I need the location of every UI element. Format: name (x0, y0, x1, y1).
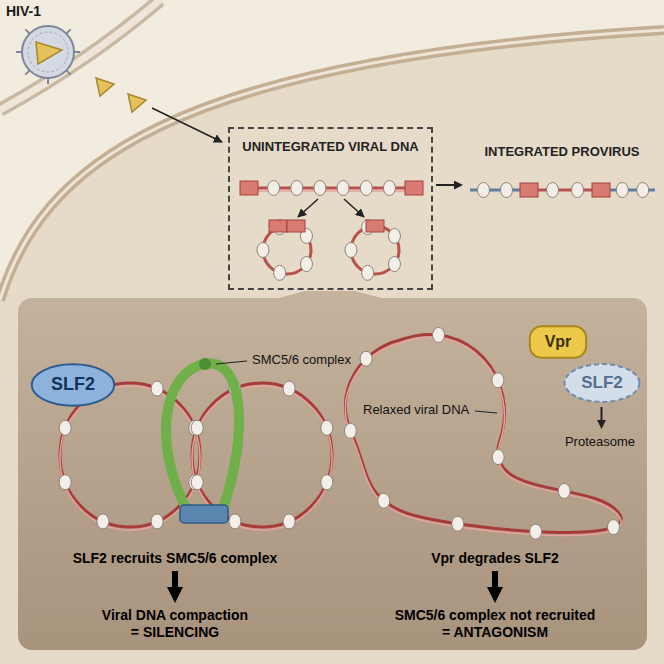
nucleosome (607, 520, 619, 535)
circularization-arrow (344, 199, 364, 217)
nucleosome (492, 450, 504, 465)
node-text: Vpr (545, 332, 572, 351)
nucleosome (151, 514, 163, 529)
nucleosome (321, 475, 333, 490)
nucleosome (547, 183, 559, 198)
nucleosome (59, 420, 71, 435)
node-text: INTEGRATED PROVIRUS (484, 144, 639, 160)
nucleosome (274, 265, 286, 280)
protein-blob: Vpr (528, 324, 588, 360)
callout-wedge (275, 291, 385, 299)
nucleosome (191, 420, 203, 435)
nucleosome (362, 265, 374, 280)
text-node: Proteasome (560, 432, 640, 452)
nucleosome (151, 381, 163, 396)
node-text: SMC5/6 complex not recruited = ANTAGONIS… (392, 607, 599, 641)
nucleosome (191, 475, 203, 490)
text-node: SLF2 recruits SMC5/6 complex (60, 548, 290, 568)
nucleosome (337, 181, 349, 196)
connector-arrow (172, 571, 178, 587)
connector-arrow (601, 407, 603, 420)
virus-label: HIV-1 (6, 3, 41, 20)
connector-arrow (436, 184, 454, 186)
nucleosome (283, 514, 295, 529)
nucleosome (501, 183, 513, 198)
nucleosome (388, 228, 400, 243)
ltr-boxes (240, 181, 610, 232)
cell-membrane (0, 0, 160, 110)
connector-arrow (492, 571, 498, 587)
smc56-ring (166, 358, 239, 523)
nucleosome (360, 181, 372, 196)
nucleosome (344, 423, 356, 438)
leader-line (475, 411, 497, 413)
nucleosome (388, 257, 400, 272)
nucleosomes (59, 181, 649, 540)
cytoplasm (0, 0, 664, 300)
nucleosome (572, 183, 584, 198)
node-text: SLF2 (51, 374, 95, 396)
capsid (96, 78, 114, 96)
nuclear-envelope (0, 30, 664, 300)
text-node: SMC5/6 complex not recruited = ANTAGONIS… (380, 606, 610, 642)
nucleosome (492, 373, 504, 388)
region-box: UNINTEGRATED VIRAL DNA (228, 127, 433, 290)
nucleosome (268, 181, 280, 196)
nucleosome (530, 524, 542, 539)
node-text: Vpr degrades SLF2 (431, 550, 559, 567)
nucleosome (616, 183, 628, 198)
node-text: Proteasome (565, 434, 635, 450)
shape-fill (565, 364, 640, 402)
callout-label: SMC5/6 complex (252, 352, 351, 368)
nucleosome (291, 181, 303, 196)
detail-panel (18, 298, 647, 650)
node-text: SLF2 (581, 373, 623, 393)
shape-fill (32, 364, 115, 405)
nucleosome (345, 243, 357, 258)
nucleosome (433, 327, 445, 342)
nucleosome (229, 514, 241, 529)
entry-arrow (152, 108, 222, 142)
nucleosome (321, 420, 333, 435)
nucleosome (300, 257, 312, 272)
nucleosome (360, 351, 372, 366)
protein-ellipse: SLF2 (30, 362, 116, 408)
nucleosome (378, 493, 390, 508)
text-node: Viral DNA compaction = SILENCING (80, 606, 270, 642)
nucleosome (383, 181, 395, 196)
nucleosome (59, 475, 71, 490)
provirus-box: INTEGRATED PROVIRUS (466, 138, 658, 232)
protein-ellipse: SLF2 (563, 362, 641, 404)
nuclear-envelope (0, 30, 664, 300)
dna-strands (60, 188, 655, 536)
nucleosome (478, 183, 490, 198)
nucleosome (558, 483, 570, 498)
circularization-arrow (298, 199, 318, 217)
nucleosome (257, 243, 269, 258)
nucleosome (283, 381, 295, 396)
nucleosome (452, 516, 464, 531)
nucleosome (314, 181, 326, 196)
callout-label: Relaxed viral DNA (363, 402, 469, 418)
leader-line (216, 361, 247, 364)
node-text: UNINTEGRATED VIRAL DNA (242, 139, 418, 155)
node-text: SLF2 recruits SMC5/6 complex (73, 550, 278, 567)
node-text: Viral DNA compaction = SILENCING (99, 607, 252, 641)
text-node: Vpr degrades SLF2 (380, 548, 610, 568)
virus (16, 26, 80, 84)
nucleosome (637, 183, 649, 198)
nucleosome (97, 514, 109, 529)
capsid (128, 94, 146, 112)
shape-fill (530, 326, 586, 358)
cell-membrane (0, 0, 160, 110)
